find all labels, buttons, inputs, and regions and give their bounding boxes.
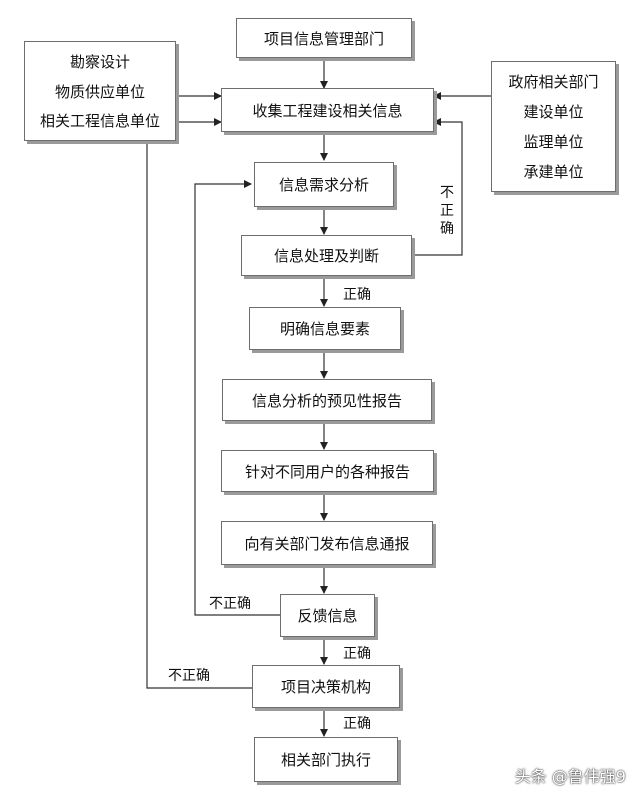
edge-label-incorrect-feedback: 不正确 <box>209 593 251 613</box>
node-label: 信息分析的预见性报告 <box>251 391 402 410</box>
source-label: 承建单位 <box>523 163 584 181</box>
edge-label-correct-1: 正确 <box>343 284 371 304</box>
source-label: 建设单位 <box>523 103 584 121</box>
edge-label-incorrect-process: 不正确 <box>440 185 454 237</box>
source-label: 物质供应单位 <box>54 82 145 101</box>
arrow-process-incorrect-loop <box>412 118 463 256</box>
node-feedback: 反馈信息 <box>280 594 375 637</box>
node-collect-info: 收集工程建设相关信息 <box>221 88 434 132</box>
node-label: 明确信息要素 <box>279 320 370 338</box>
source-label: 政府相关部门 <box>508 73 599 91</box>
node-process-judge: 信息处理及判断 <box>241 235 412 276</box>
node-clarify-elements: 明确信息要素 <box>249 307 401 350</box>
source-label: 相关工程信息单位 <box>39 112 160 131</box>
node-demand-analysis: 信息需求分析 <box>254 162 394 207</box>
node-project-info-dept: 项目信息管理部门 <box>236 18 412 58</box>
arrow-feedback-incorrect-loop <box>194 180 280 616</box>
node-forecast-report: 信息分析的预见性报告 <box>222 379 432 421</box>
source-label: 监理单位 <box>523 133 584 151</box>
node-dept-execute: 相关部门执行 <box>254 737 398 782</box>
edge-label-correct-3: 正确 <box>343 713 371 733</box>
node-label: 针对不同用户的各种报告 <box>244 462 410 481</box>
right-sources-box: 政府相关部门 建设单位 监理单位 承建单位 <box>491 61 616 192</box>
node-label: 项目信息管理部门 <box>263 29 384 48</box>
node-label: 收集工程建设相关信息 <box>252 101 403 120</box>
node-label: 反馈信息 <box>297 607 358 625</box>
node-label: 相关部门执行 <box>280 751 371 769</box>
node-user-reports: 针对不同用户的各种报告 <box>221 450 434 492</box>
node-label: 项目决策机构 <box>280 678 371 696</box>
edge-label-correct-2: 正确 <box>343 643 371 663</box>
watermark: 头条 @鲁伟强9 <box>514 767 626 786</box>
arrow-decision-incorrect-loop <box>146 118 252 689</box>
node-label: 信息处理及判断 <box>273 247 379 265</box>
node-label: 向有关部门发布信息通报 <box>244 534 410 553</box>
node-publish-notice: 向有关部门发布信息通报 <box>221 521 433 565</box>
edge-label-incorrect-decision: 不正确 <box>168 665 210 685</box>
source-label: 勘察设计 <box>69 52 130 71</box>
node-label: 信息需求分析 <box>278 176 369 194</box>
node-decision-body: 项目决策机构 <box>252 665 400 708</box>
left-sources-box: 勘察设计 物质供应单位 相关工程信息单位 <box>24 41 176 141</box>
